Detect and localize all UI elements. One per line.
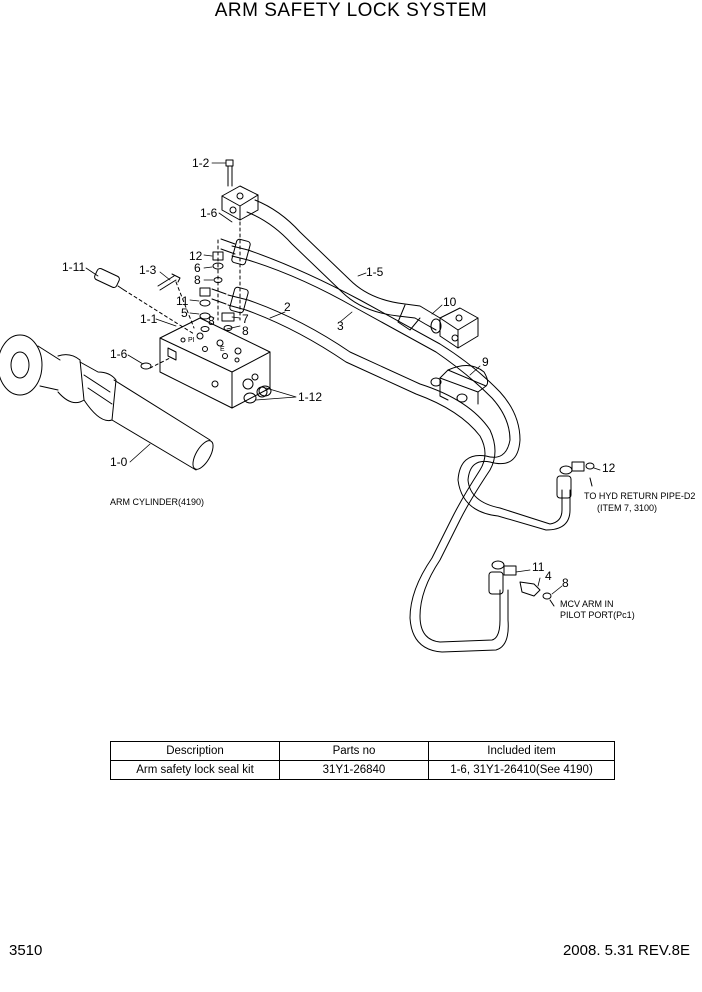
table-row: Arm safety lock seal kit 31Y1-26840 1-6,…: [110, 760, 615, 780]
end-fittings: [503, 461, 595, 607]
mcv-port-note-2: PILOT PORT(Pc1): [560, 610, 635, 620]
callout-8-mid: 8: [208, 314, 215, 328]
callout-1-6-left: 1-6: [110, 347, 128, 361]
leader-lines: [85, 162, 601, 595]
callout-1-12: 1-12: [298, 390, 322, 404]
callout-1-1: 1-1: [140, 312, 158, 326]
callout-1-0: 1-0: [110, 455, 128, 469]
callout-12-upper: 12: [189, 249, 203, 263]
callout-7: 7: [242, 312, 249, 326]
page-title: ARM SAFETY LOCK SYSTEM: [214, 0, 488, 21]
callout-11-lower: 11: [532, 560, 545, 574]
callout-8-upper: 8: [194, 273, 201, 287]
callout-1-6-top: 1-6: [200, 206, 218, 220]
hose-clamp: [430, 365, 489, 405]
callout-1-2: 1-2: [192, 156, 210, 170]
revision-date: 2008. 5.31 REV.8E: [562, 942, 690, 959]
cell-included-item: 1-6, 31Y1-26410(See 4190): [428, 760, 615, 780]
cell-parts-no: 31Y1-26840: [279, 760, 429, 780]
callout-2: 2: [284, 300, 291, 314]
safety-lock-valve-block: PI E: [159, 317, 272, 409]
bolt-and-check-valve: [94, 267, 195, 370]
page-number: 3510: [9, 942, 43, 959]
callout-11-upper: 11: [176, 294, 189, 308]
port-pi-label: PI: [188, 337, 195, 344]
callout-12-lower: 12: [602, 461, 616, 475]
return-pipe-note-1: TO HYD RETURN PIPE-D2: [584, 491, 695, 501]
callout-8-right: 8: [242, 324, 249, 338]
callout-10: 10: [443, 295, 457, 309]
mcv-port-note-1: MCV ARM IN: [560, 599, 614, 609]
callout-1-5: 1-5: [366, 265, 384, 279]
seal-kit-table: Description Parts no Included item Arm s…: [110, 741, 615, 780]
callout-1-3: 1-3: [139, 263, 157, 277]
callout-8-lower: 8: [562, 576, 569, 590]
callout-labels: 1-2 1-6 1-11 1-3 12 6 8 11 5 1-1 8 7 8 2…: [62, 156, 695, 620]
port-e-label: E: [220, 346, 225, 353]
callout-3: 3: [337, 319, 344, 333]
col-parts-no: Parts no: [279, 741, 429, 761]
callout-5: 5: [181, 306, 188, 320]
table-header-row: Description Parts no Included item: [110, 741, 615, 761]
cell-description: Arm safety lock seal kit: [110, 760, 280, 780]
pipe-flange-block: [221, 159, 259, 221]
hose-2: [211, 286, 509, 653]
col-description: Description: [110, 741, 280, 761]
pipe-1-5: [246, 199, 479, 349]
return-pipe-note-2: (ITEM 7, 3100): [597, 503, 657, 513]
hose-3: [220, 238, 573, 531]
callout-4: 4: [545, 569, 552, 583]
callout-6: 6: [194, 261, 201, 275]
callout-9: 9: [482, 355, 489, 369]
callout-1-11: 1-11: [62, 260, 85, 274]
fittings-stack: [199, 221, 241, 332]
arm-cylinder-note: ARM CYLINDER(4190): [110, 497, 204, 507]
arm-cylinder: [0, 334, 214, 471]
col-included-item: Included item: [428, 741, 615, 761]
